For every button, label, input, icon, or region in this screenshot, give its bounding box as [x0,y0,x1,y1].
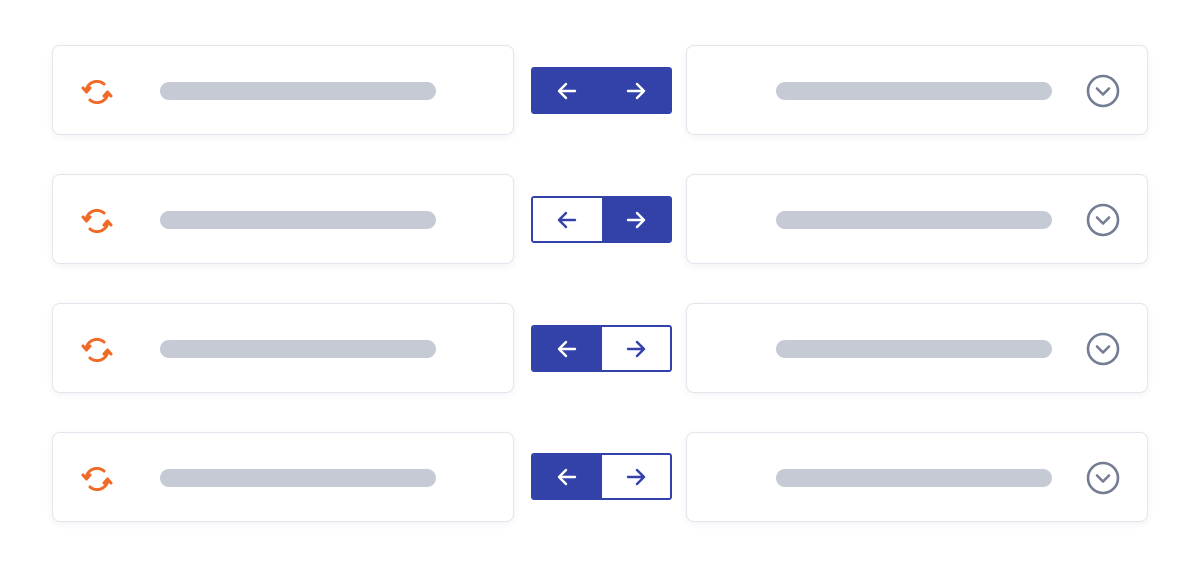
left-arrow-button[interactable] [533,327,602,370]
source-field-card[interactable] [52,174,514,264]
source-field-card[interactable] [52,303,514,393]
arrow-left-icon [558,468,577,485]
direction-toggle[interactable] [531,325,672,372]
sync-icon[interactable] [79,332,115,368]
text-placeholder [776,340,1052,358]
chevron-down-circle-icon[interactable] [1085,73,1121,109]
text-placeholder [160,340,436,358]
sync-icon[interactable] [79,74,115,110]
target-field-card[interactable] [686,432,1148,522]
text-placeholder [776,211,1052,229]
chevron-down-circle-icon[interactable] [1085,460,1121,496]
left-arrow-button[interactable] [533,69,602,112]
arrow-left-icon [558,82,577,99]
arrow-left-icon [558,211,577,228]
right-arrow-button[interactable] [601,69,670,112]
left-arrow-button[interactable] [533,455,602,498]
right-arrow-button[interactable] [601,198,670,241]
arrow-left-icon [558,340,577,357]
arrow-right-icon [626,340,645,357]
arrow-right-icon [626,468,645,485]
target-field-card[interactable] [686,45,1148,135]
direction-toggle[interactable] [531,453,672,500]
text-placeholder [776,469,1052,487]
text-placeholder [160,82,436,100]
sync-icon[interactable] [79,203,115,239]
arrow-right-icon [626,82,645,99]
right-arrow-button[interactable] [601,327,670,370]
chevron-down-circle-icon[interactable] [1085,202,1121,238]
target-field-card[interactable] [686,303,1148,393]
text-placeholder [160,211,436,229]
direction-toggle[interactable] [531,196,672,243]
direction-toggle[interactable] [531,67,672,114]
text-placeholder [160,469,436,487]
right-arrow-button[interactable] [601,455,670,498]
sync-icon[interactable] [79,461,115,497]
target-field-card[interactable] [686,174,1148,264]
left-arrow-button[interactable] [533,198,602,241]
chevron-down-circle-icon[interactable] [1085,331,1121,367]
source-field-card[interactable] [52,45,514,135]
arrow-right-icon [626,211,645,228]
source-field-card[interactable] [52,432,514,522]
text-placeholder [776,82,1052,100]
